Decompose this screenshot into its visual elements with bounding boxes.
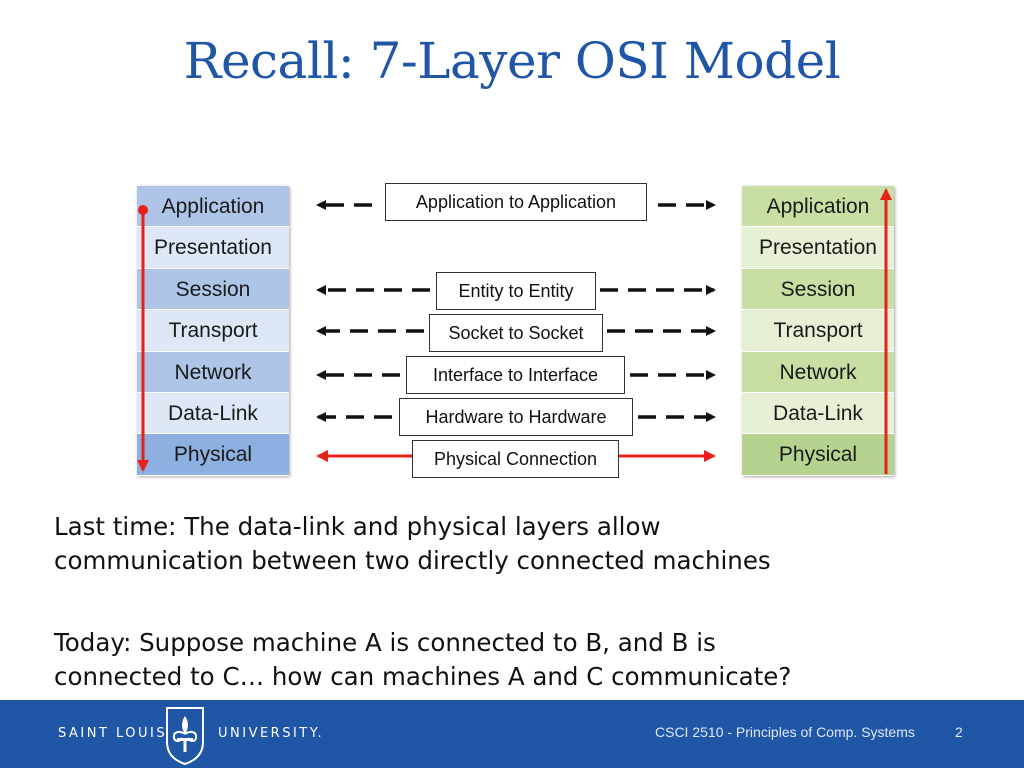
right-layer-application: Application [742,186,894,228]
right-layer-transport: Transport [742,310,894,352]
label-physical-connection: Physical Connection [412,440,619,478]
label-application-to-application: Application to Application [385,183,647,221]
right-layer-presentation: Presentation [742,227,894,269]
label-hardware-to-hardware: Hardware to Hardware [399,398,633,436]
right-layer-data-link: Data-Link [742,392,894,435]
page-number: 2 [955,724,963,740]
footer-course-title: CSCI 2510 - Principles of Comp. Systems [655,724,915,740]
left-layer-session: Session [137,268,289,311]
left-layer-transport: Transport [137,310,289,352]
right-osi-stack: Application Presentation Session Transpo… [742,186,894,476]
label-entity-to-entity: Entity to Entity [436,272,596,310]
paragraph-last-time-line-2: communication between two directly conne… [54,546,771,575]
left-layer-data-link: Data-Link [137,392,289,435]
paragraph-last-time: Last time: The data-link and physical la… [54,510,771,578]
fleur-de-lis-crest-icon [166,707,204,766]
left-stack-down-arrow [137,205,149,472]
left-layer-physical: Physical [137,434,289,476]
footer-brand-university: UNIVERSITY. [218,726,325,741]
right-layer-physical: Physical [742,434,894,476]
footer-bar: SAINT LOUIS UNIVERSITY. CSCI 2510 - Prin… [0,700,1024,768]
left-layer-presentation: Presentation [137,227,289,269]
paragraph-last-time-line-1: Last time: The data-link and physical la… [54,512,661,541]
slide-title: Recall: 7-Layer OSI Model [183,32,841,90]
paragraph-today-line-2: connected to C… how can machines A and C… [54,662,792,691]
right-layer-session: Session [742,268,894,311]
label-socket-to-socket: Socket to Socket [429,314,603,352]
paragraph-today: Today: Suppose machine A is connected to… [54,626,791,694]
left-layer-application: Application [137,186,289,228]
left-layer-network: Network [137,351,289,393]
paragraph-today-line-1: Today: Suppose machine A is connected to… [54,628,716,657]
footer-brand-saint-louis: SAINT LOUIS [58,726,168,741]
right-layer-network: Network [742,351,894,393]
label-interface-to-interface: Interface to Interface [406,356,625,394]
left-osi-stack: Application Presentation Session Transpo… [137,186,289,476]
